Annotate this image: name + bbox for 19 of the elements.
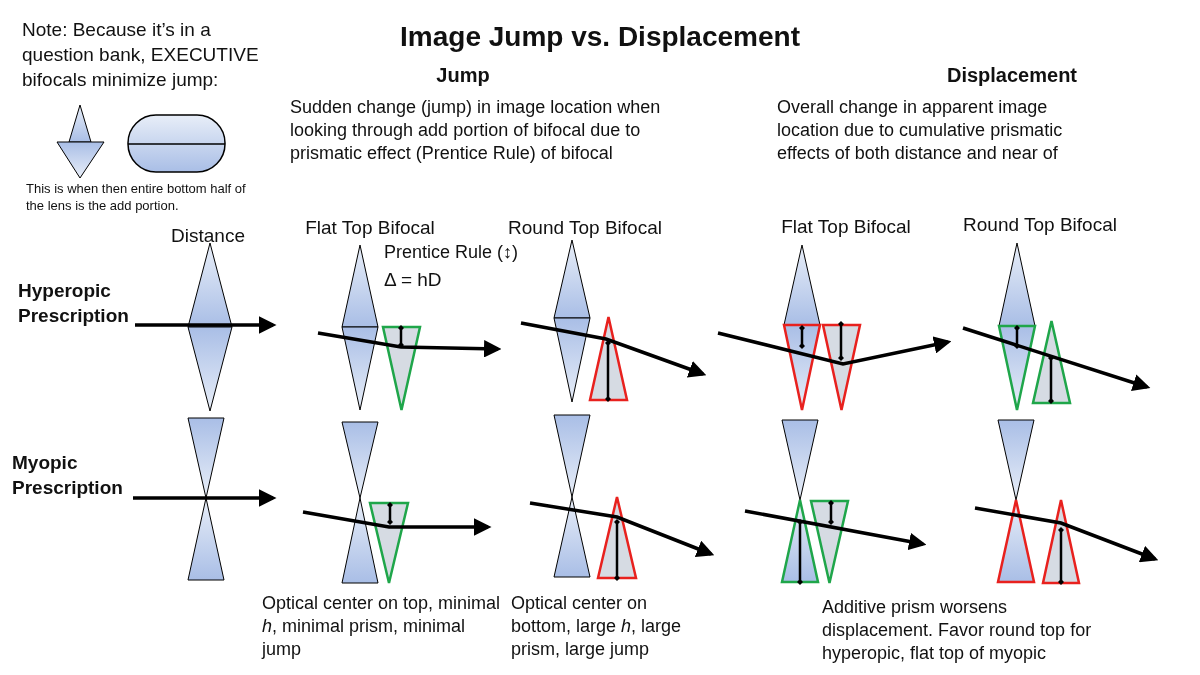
formula-label: Prentice Rule (↕): [384, 241, 520, 264]
row-heading: Hyperopic Prescription: [18, 279, 130, 328]
formula-label: Δ = hD: [384, 268, 443, 292]
section-heading: Displacement: [945, 63, 1079, 88]
note-text: Note: Because it’s in a question bank, EXECUTIVE bifocals minimize jump:: [22, 18, 260, 92]
column-heading: Flat Top Bifocal: [304, 216, 436, 240]
note-text: This is when then entire bottom half of the lens is the add portion.: [26, 180, 247, 214]
column-heading: Round Top Bifocal: [962, 213, 1118, 237]
column-heading: Distance: [170, 224, 246, 248]
row-heading: Myopic Prescription: [12, 451, 124, 500]
explanation-text: Optical center on bottom, large h, large prism, large jump: [511, 592, 683, 661]
explanation-text: Additive prism worsens displacement. Favor round top for hyperopic, flat top of myopic: [822, 596, 1093, 665]
column-heading: Round Top Bifocal: [507, 216, 663, 240]
title: Image Jump vs. Displacement: [399, 20, 801, 54]
explanation-text: Optical center on top, minimal h, minimal prism, minimal jump: [262, 592, 502, 661]
description-text: Overall change in apparent image location due to cumulative prismatic effects of both distance and near of: [777, 96, 1064, 165]
column-heading: Flat Top Bifocal: [780, 215, 912, 239]
section-heading: Jump: [435, 63, 491, 88]
description-text: Sudden change (jump) in image location when looking through add portion of bifocal due to prismatic effect (Prentice Rule) of bifocal: [290, 96, 662, 165]
